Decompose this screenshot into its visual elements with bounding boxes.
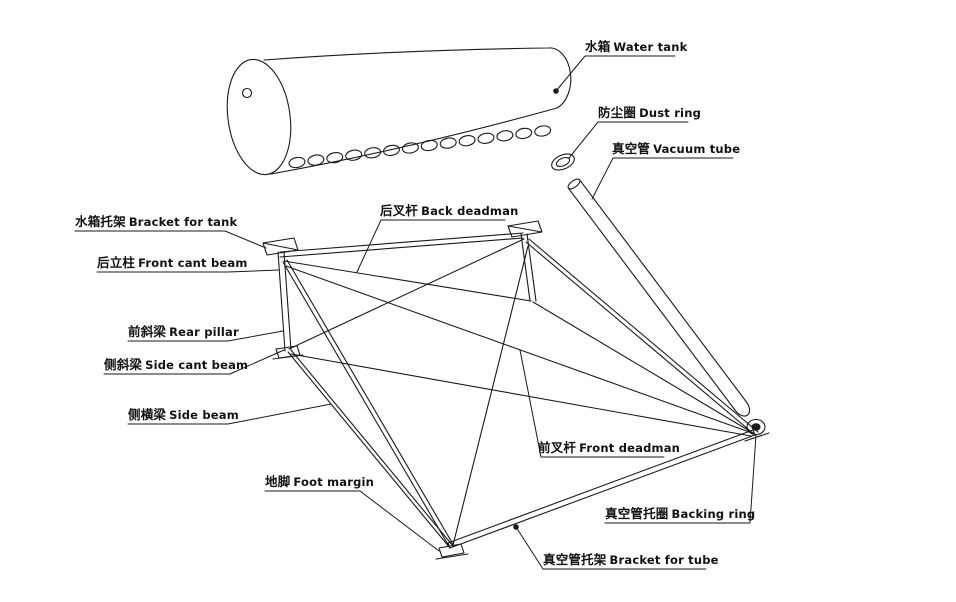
label-side-beam-en: Side beam xyxy=(169,408,239,422)
label-front-deadman-zh: 前叉杆 xyxy=(538,440,577,455)
leader-dot-bracket-for-tube xyxy=(513,524,519,530)
leader-rear-pillar xyxy=(127,330,284,342)
right-side-beam xyxy=(532,301,754,434)
label-bracket-for-tube-zh: 真空管托架 xyxy=(543,552,607,567)
right-pillar xyxy=(520,233,537,302)
label-side-cant-beam-en: Side cant beam xyxy=(145,358,249,372)
label-water-tank-zh: 水箱 xyxy=(585,39,611,54)
leader-backing-ring xyxy=(604,434,757,524)
tank-port-hole xyxy=(241,87,253,99)
leader-side-beam xyxy=(127,403,332,425)
label-side-beam-zh: 侧横梁 xyxy=(128,407,167,422)
left-pillar-foot xyxy=(272,345,304,360)
label-front-deadman-en: Front deadman xyxy=(579,441,681,455)
back-deadman-braces xyxy=(283,238,532,350)
leader-side-cant-beam xyxy=(103,349,285,375)
top-rail xyxy=(279,232,524,258)
leader-water-tank xyxy=(555,55,676,92)
label-bracket-for-tube-en: Bracket for tube xyxy=(609,553,719,567)
label-backing-ring-en: Backing ring xyxy=(671,507,756,521)
front-right-foot xyxy=(744,432,770,442)
label-front-cant-beam-zh: 后立柱 xyxy=(97,255,136,270)
water-tank-drawing xyxy=(226,47,572,176)
leader-dust-ring xyxy=(568,121,689,159)
leader-back-deadman xyxy=(356,219,506,273)
label-bracket-for-tank-en: Bracket for tank xyxy=(128,215,238,229)
label-dust-ring-zh: 防尘圈 xyxy=(598,105,637,120)
label-rear-pillar-zh: 前斜梁 xyxy=(128,324,167,339)
leader-bracket-for-tube xyxy=(515,526,707,570)
leader-foot-margin xyxy=(264,490,440,552)
vacuum-tube-drawing xyxy=(567,178,751,417)
label-bracket-for-tank-zh: 水箱托架 xyxy=(75,214,126,229)
leader-vacuum-tube xyxy=(591,157,734,200)
frame-drawing xyxy=(262,220,770,560)
leader-front-deadman xyxy=(519,349,665,458)
label-front-cant-beam-en: Front cant beam xyxy=(138,256,248,270)
label-side-cant-beam-zh: 侧斜梁 xyxy=(104,357,143,372)
label-foot-margin-zh: 地脚 xyxy=(265,474,291,489)
label-back-deadman-zh: 后叉杆 xyxy=(380,203,419,218)
backing-ring-drawing xyxy=(746,418,766,436)
leader-bracket-for-tank xyxy=(74,230,267,249)
left-pillar xyxy=(277,251,292,352)
front-left-foot xyxy=(435,543,469,560)
tank-bracket-left xyxy=(262,237,299,256)
leader-lines xyxy=(74,55,757,570)
left-cant-beam xyxy=(282,259,455,549)
label-vacuum-tube-en: Vacuum tube xyxy=(653,142,741,156)
leader-dot-water-tank xyxy=(553,88,559,94)
tank-bracket-right xyxy=(507,220,543,238)
label-dust-ring-en: Dust ring xyxy=(639,106,702,120)
label-backing-ring-zh: 真空管托圈 xyxy=(605,506,669,521)
front-deadman-braces xyxy=(285,245,753,546)
dust-ring-drawing xyxy=(551,153,575,171)
tank-socket-holes xyxy=(288,125,552,169)
right-cant-beam xyxy=(525,238,759,436)
label-water-tank-en: Water tank xyxy=(613,40,688,54)
label-rear-pillar-en: Rear pillar xyxy=(169,325,239,339)
leader-front-cant-beam xyxy=(96,269,280,273)
label-back-deadman-en: Back deadman xyxy=(421,204,519,218)
label-vacuum-tube-zh: 真空管 xyxy=(612,141,651,156)
left-side-beam xyxy=(287,349,454,549)
front-rail xyxy=(447,429,756,549)
label-foot-margin-en: Foot margin xyxy=(293,475,375,489)
